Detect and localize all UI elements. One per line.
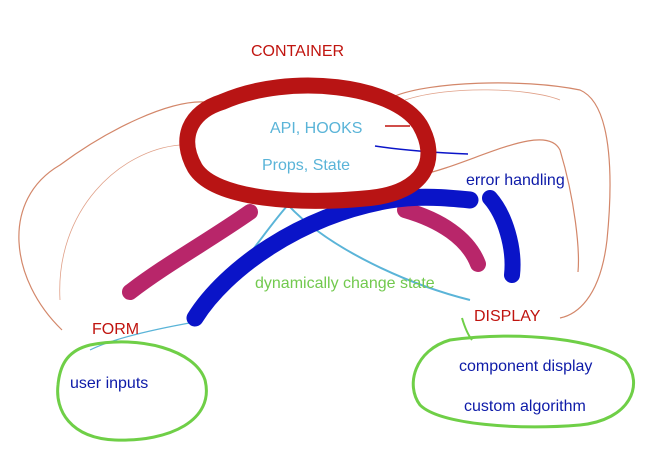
api-hooks-label: API, HOOKS [270,120,363,137]
props-state-label: Props, State [262,157,351,174]
form-to-green-line [89,321,196,351]
form-title: FORM [92,321,140,338]
error-to-display-blue-arrow [482,190,521,283]
outer-arc-left-inner [59,144,181,301]
form-inputs-ellipse [56,340,208,442]
container-title: CONTAINER [251,43,345,60]
container-to-form-magenta-arrow [122,204,258,300]
display-title: DISPLAY [474,308,541,325]
display-box-ellipse [411,334,636,429]
display-green-tail [461,317,473,341]
container-to-display-magenta-arrow [397,202,486,272]
outer-arc-right-top [404,89,561,101]
custom-algorithm-label: custom algorithm [464,398,586,415]
error-handling-label: error handling [466,172,565,189]
outer-arc-right [394,82,611,319]
api-to-error-line [374,145,469,155]
user-inputs-label: user inputs [70,375,149,392]
container-circle [179,77,437,209]
dynamically-change-state-label: dynamically change state [255,275,435,292]
outer-arc-right-inner [419,139,580,273]
form-to-error-blue-arrow [186,188,479,327]
component-display-label: component display [459,358,593,375]
outer-arc-left [18,101,206,331]
